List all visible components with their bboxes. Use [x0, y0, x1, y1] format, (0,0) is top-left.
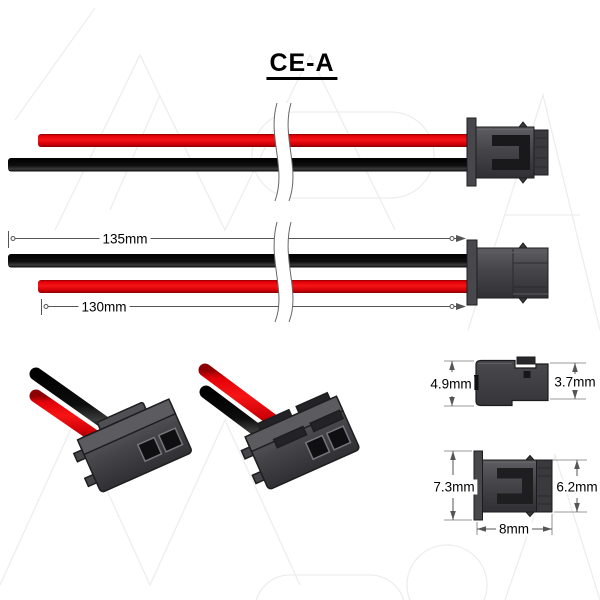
dimension-label-8mm: 8mm — [496, 521, 532, 537]
dimension-circle — [449, 236, 455, 241]
dimension-arrow — [574, 460, 580, 469]
watermark-letter-w — [54, 53, 396, 232]
watermark-capsule — [255, 574, 405, 600]
latch-bump-bottom — [524, 511, 536, 518]
wire-red — [38, 280, 472, 293]
side-notch — [474, 375, 479, 390]
connector-plug-front-view — [466, 117, 549, 187]
dimension-label-7-3mm: 7.3mm — [430, 479, 478, 495]
dimension-origin-circle — [43, 304, 49, 309]
connector-3d-view-left — [29, 367, 192, 493]
connector-nose — [533, 129, 549, 176]
wire-break-mask — [274, 222, 293, 322]
dimension-arrow — [449, 397, 455, 406]
connector-plug-rear-view — [466, 239, 549, 306]
terminal-cavity — [136, 436, 163, 463]
connector-flange — [466, 117, 477, 187]
receptacle-housing — [72, 398, 192, 493]
assembly-top — [8, 102, 549, 202]
page-title: CE-A — [266, 50, 338, 80]
terminal-cavity — [325, 425, 352, 451]
dimension-37mm — [572, 363, 578, 399]
dimension-arrow — [477, 526, 486, 532]
dimension-arrow — [450, 511, 456, 520]
housing-tab — [516, 356, 536, 365]
terminal-cavity — [304, 434, 331, 461]
connector-flange — [466, 239, 478, 306]
housing-outline — [475, 359, 549, 407]
dimension-arrow — [543, 526, 552, 532]
dimension-label-4-9mm: 4.9mm — [427, 376, 475, 392]
latch-bump-top — [524, 454, 536, 461]
dimension-62mm — [574, 460, 580, 512]
watermark-letter-w — [0, 418, 301, 587]
wire-black — [8, 254, 472, 268]
assembly-middle — [8, 221, 549, 323]
wire-break-symbol — [287, 102, 294, 202]
dimension-origin-circle — [10, 236, 16, 241]
dimension-arrow — [450, 451, 456, 460]
wire-red — [38, 134, 472, 147]
latch-bump-bottom — [517, 297, 529, 304]
dimension-arrow — [574, 503, 580, 512]
dimension-label-6-2mm: 6.2mm — [553, 479, 600, 495]
wire-break-mask — [274, 103, 293, 201]
extension-lines — [444, 360, 586, 407]
wire-red — [29, 389, 107, 447]
dimension-8mm — [477, 526, 552, 532]
terminal-cavity — [157, 427, 184, 453]
connector-slots — [497, 468, 533, 504]
dimension-circle — [449, 304, 455, 309]
dimension-label-3-7mm: 3.7mm — [551, 374, 599, 390]
connector-3d-view-right — [198, 363, 360, 490]
watermark-letter-o — [406, 544, 488, 600]
dimension-arrow — [456, 235, 466, 242]
connector-nose — [536, 459, 553, 513]
wire-break-symbol — [273, 221, 280, 323]
latch-bump-top — [517, 242, 529, 249]
housing-top-face — [76, 398, 177, 456]
watermark-stroke — [109, 94, 161, 211]
dimension-label-135mm: 135mm — [99, 231, 151, 247]
housing-outline — [473, 450, 553, 521]
receptacle-housing — [240, 391, 360, 490]
dimension-49mm — [449, 361, 455, 406]
watermark-stroke — [14, 7, 96, 121]
dimension-135mm — [8, 231, 466, 248]
watermark-capsule — [251, 111, 435, 199]
latch-bump-top — [517, 121, 529, 128]
housing-side-view — [444, 450, 587, 535]
dimension-arrow — [572, 390, 578, 399]
latch-window — [523, 371, 531, 378]
top-slot — [272, 425, 308, 449]
dimension-arrow — [572, 363, 578, 372]
dimension-label-130mm: 130mm — [78, 299, 130, 315]
top-slot — [309, 409, 345, 433]
dimension-73mm — [450, 451, 456, 520]
housing-top-view — [444, 356, 586, 407]
connector-slots — [492, 135, 530, 170]
wire-break-symbol — [287, 221, 294, 323]
dimension-arrow — [449, 361, 455, 370]
wire-break-symbol — [273, 102, 280, 202]
watermark-letter-a — [504, 452, 600, 600]
wire-black — [8, 158, 472, 172]
latch-bump-bottom — [517, 177, 529, 184]
dimension-arrow — [456, 303, 466, 310]
